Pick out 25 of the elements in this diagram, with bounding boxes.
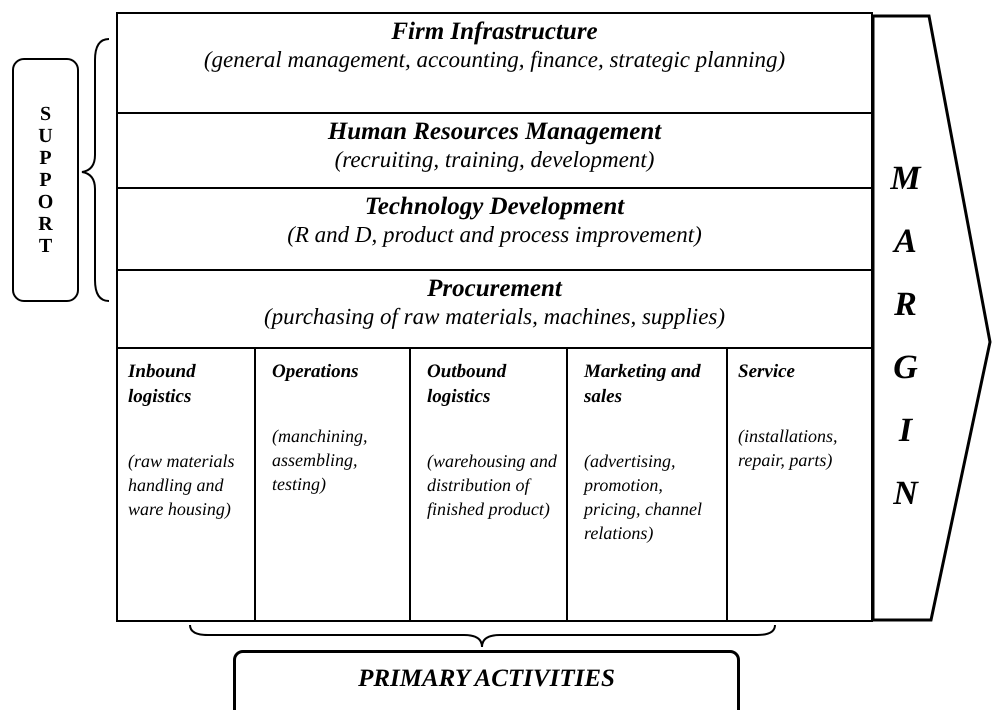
- group-label: PRIMARY ACTIVITIES: [358, 665, 615, 692]
- activity-heading: Procurement: [427, 275, 562, 303]
- margin-arrow: [871, 12, 992, 624]
- activity-description: (warehousing and distribution of finished product): [427, 450, 558, 521]
- vertical-label: MARGIN: [886, 160, 925, 538]
- vertical-label: SUPPORT: [36, 103, 56, 257]
- activity-description: (advertising, promotion, pricing, channel relations): [584, 450, 703, 545]
- activity-description: (recruiting, training, development): [334, 146, 654, 174]
- primary-activity-column: [116, 347, 256, 622]
- activity-description: (raw materials handling and ware housing): [128, 450, 236, 521]
- activity-heading: Operations: [272, 360, 360, 384]
- activity-description: (general management, accounting, finance, strategic planning): [204, 46, 786, 74]
- primary-activities-box: [233, 650, 740, 710]
- support-label-box: [12, 58, 79, 302]
- activity-heading: Inbound logistics: [128, 360, 197, 409]
- activity-heading: Marketing and sales: [584, 360, 702, 409]
- activity-heading: Outbound logistics: [427, 360, 508, 409]
- activity-description: (purchasing of raw materials, machines, supplies): [264, 303, 726, 331]
- activity-description: (installations, repair, parts): [738, 425, 839, 472]
- activity-heading: Service: [738, 360, 796, 384]
- activity-heading: Technology Development: [364, 193, 624, 221]
- activity-heading: Firm Infrastructure: [391, 18, 598, 46]
- activity-description: (manchining, assembling, testing): [272, 425, 368, 496]
- activity-heading: Human Resources Management: [328, 118, 662, 146]
- activity-description: (R and D, product and process improvement): [287, 221, 702, 249]
